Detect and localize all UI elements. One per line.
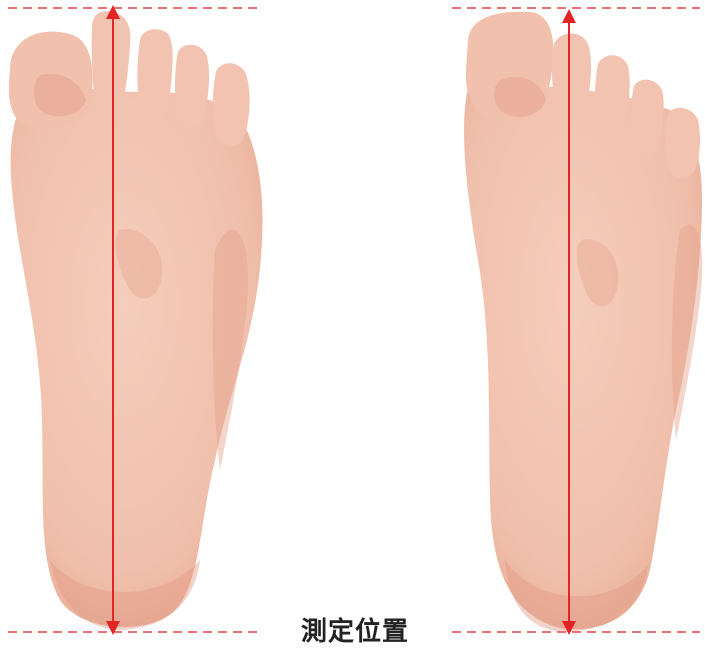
right-foot-third-toe-shape xyxy=(595,55,630,137)
right-foot-sole xyxy=(464,12,702,632)
caption-measurement-position: 測定位置 xyxy=(250,614,460,650)
left-foot-fourth-toe-shape xyxy=(175,45,209,127)
left-foot-sole xyxy=(9,11,263,630)
right-foot-fifth-toe-shape xyxy=(665,108,700,179)
left-foot-third-toe-shape xyxy=(137,29,172,120)
left-foot-fifth-toe-shape xyxy=(213,63,250,146)
right-foot-second-toe-shape xyxy=(552,34,591,121)
